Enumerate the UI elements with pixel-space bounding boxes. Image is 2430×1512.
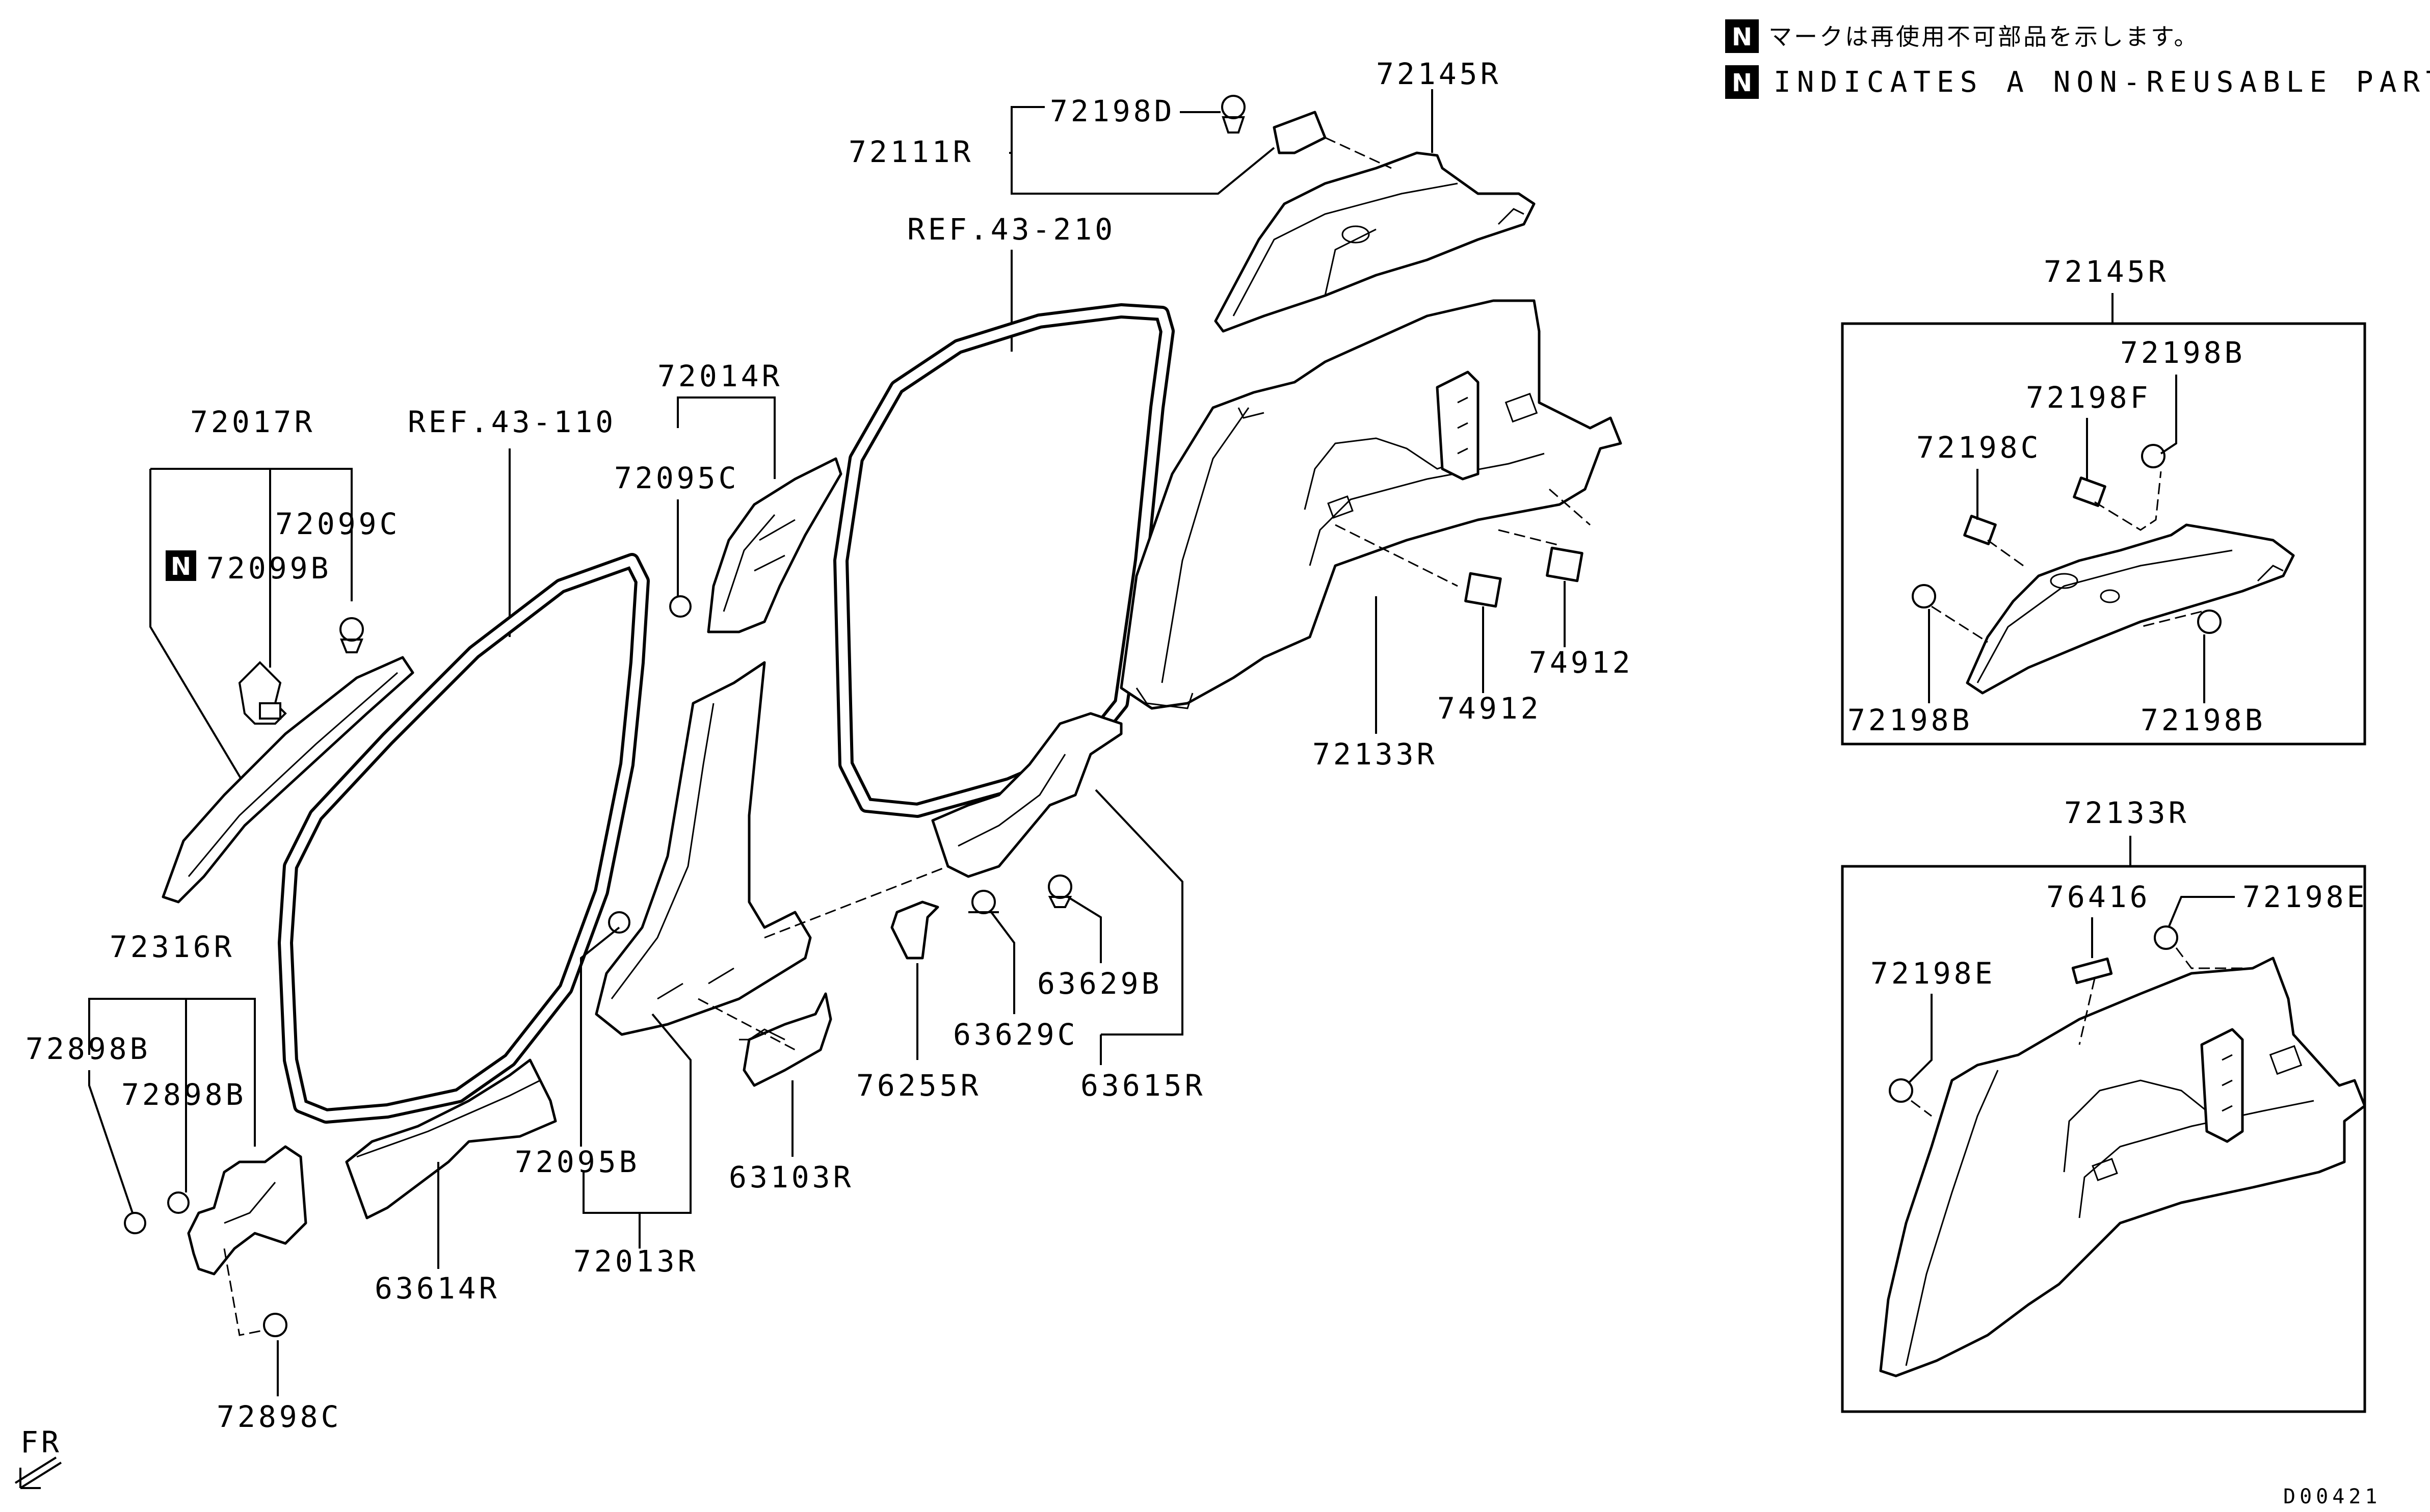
inset-label-76416: 76416 [2046,880,2151,914]
inset-label-72198B-left: 72198B [1847,703,1973,737]
label-74912-left: 74912 [1437,691,1542,726]
part-72014R-b-pillar-upper [707,457,842,633]
label-72111R: 72111R [849,135,974,169]
non-reusable-badge-icon [1725,65,1759,99]
part-72013R-b-pillar-lower [595,661,812,1036]
label-72017R: 72017R [190,405,315,439]
label-ref43-210: REF.43-210 [907,212,1116,247]
legend-japanese: マークは再使用不可部品を示します。 [1768,23,2199,50]
inset-72145R-part [1912,444,2295,695]
legend-badge-text: N [1732,23,1752,51]
inset-bottom-title: 72133R [2064,795,2189,830]
label-ref43-110: REF.43-110 [408,405,616,439]
part-72133R-quarter-trim [1120,299,1622,710]
label-63103R: 63103R [729,1160,854,1195]
label-72099B: 72099B [206,551,332,586]
label-72013R: 72013R [573,1244,699,1279]
part-72017R-a-pillar [162,656,414,904]
inset-72145R-frame [1841,322,2366,746]
label-72898C: 72898C [217,1399,342,1434]
part-63103R [739,992,832,1087]
label-63629C: 63629C [953,1017,1078,1052]
part-63614R-scuff-front [345,1058,557,1219]
fr-label: FR [20,1425,62,1460]
label-72099C: 72099C [275,507,401,541]
inset-label-72198B-right: 72198B [2141,703,2266,737]
part-63615R-scuff-rear [931,712,1123,878]
label-72898B-inner: 72898B [121,1077,247,1112]
part-72145R-upper-trim [1214,95,1536,333]
legend-badge-text: N [1732,69,1752,97]
front-direction-indicator: FR [14,1425,62,1489]
clip-63629B [1048,874,1072,908]
legend-english: INDICATES A NON-REUSABLE PART. [1774,66,2430,99]
front-door-seal [278,553,650,1124]
inset-label-72198E-left: 72198E [1870,956,1996,991]
label-72316R: 72316R [110,930,235,964]
non-reusable-badge-icon [1725,19,1759,53]
clip-72099B [238,661,287,725]
label-72095B: 72095B [515,1145,640,1179]
inset-72133R-part [1879,925,2366,1377]
label-76255R: 76255R [856,1068,982,1103]
part-76255R [890,900,939,960]
clip-63629C [968,890,999,914]
label-63615R: 63615R [1080,1068,1206,1103]
front-arrow-icon [14,1456,62,1489]
inset-label-72198B-top: 72198B [2120,335,2246,370]
inset-label-72198E-right: 72198E [2242,880,2368,914]
label-72133R: 72133R [1312,737,1438,772]
inset-72133R-frame [1841,865,2366,1413]
label-72145R: 72145R [1376,57,1501,91]
badge-text: N [171,552,191,581]
clip-72099C [339,617,364,653]
non-reusable-badge-icon [166,550,196,581]
label-63614R: 63614R [375,1271,500,1306]
label-63629B: 63629B [1037,966,1163,1001]
label-72095C: 72095C [614,461,739,495]
inset-top-title: 72145R [2044,254,2169,289]
legend: N マークは再使用不可部品を示します。 N INDICATES A NON-RE… [1725,19,2430,99]
inset-label-72198C: 72198C [1916,430,2042,465]
inset-label-72198F: 72198F [2026,380,2151,415]
label-72898B-outer: 72898B [25,1031,151,1066]
part-72316R-kick-panel [187,1145,307,1276]
label-74912-right: 74912 [1529,645,1633,680]
label-72198D: 72198D [1050,94,1175,128]
drawing-code: D00421 [2283,1485,2382,1508]
label-72014R: 72014R [657,359,783,393]
